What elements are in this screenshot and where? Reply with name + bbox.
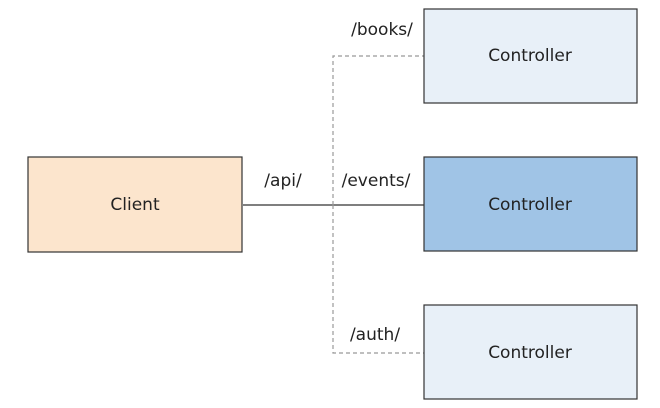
api-route-label: /api/: [264, 171, 302, 191]
auth-controller-label: Controller: [488, 343, 572, 363]
events-controller-box: [423, 156, 638, 252]
books-controller-box: [423, 8, 638, 104]
client-box: [27, 156, 243, 253]
books-connector-line: [332, 55, 424, 205]
client-label: Client: [110, 195, 160, 215]
auth-connector-line: [332, 205, 424, 354]
events-controller-label: Controller: [488, 195, 572, 215]
auth-route-label: /auth/: [350, 325, 400, 345]
books-controller-label: Controller: [488, 46, 572, 66]
books-controller-node: Controller: [423, 8, 638, 104]
connectors: [243, 55, 424, 354]
events-route-label: /events/: [342, 171, 411, 191]
edge-labels: /api/ /books/ /events/ /auth/: [264, 20, 413, 345]
client-node: Client: [27, 156, 243, 253]
auth-controller-box: [423, 304, 638, 400]
auth-controller-node: Controller: [423, 304, 638, 400]
books-route-label: /books/: [351, 20, 413, 40]
events-controller-node: Controller: [423, 156, 638, 252]
